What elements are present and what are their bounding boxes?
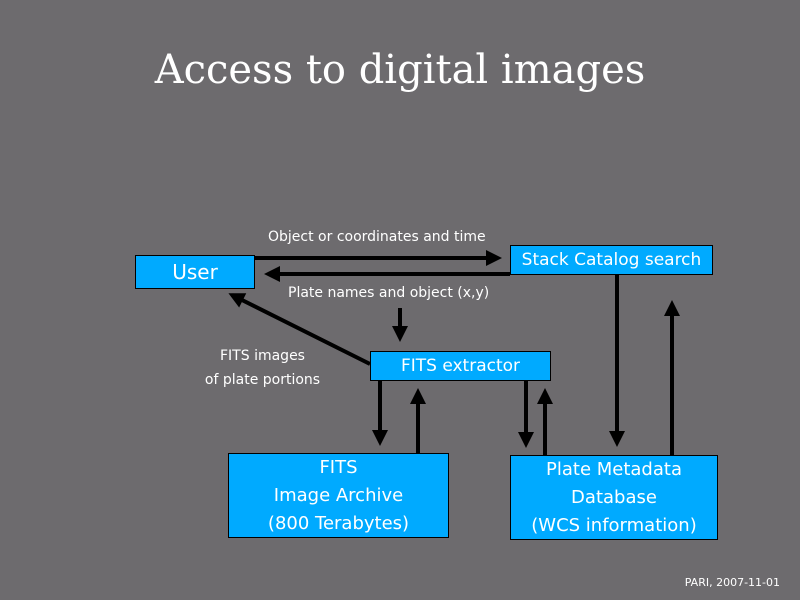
archive-line-2: Image Archive <box>273 484 404 506</box>
archive-line-1: FITS <box>319 456 358 478</box>
metadata-line-3: (WCS information) <box>531 514 697 536</box>
plate-metadata-database-box: Plate Metadata Database (WCS information… <box>510 455 718 540</box>
slide-title: Access to digital images <box>154 47 646 93</box>
slide-footer: PARI, 2007-11-01 <box>684 576 780 589</box>
request-label: Object or coordinates and time <box>268 229 486 245</box>
fits-extractor-box: FITS extractor <box>370 351 551 381</box>
archive-line-3: (800 Terabytes) <box>267 512 410 534</box>
fits-images-line-1: FITS images <box>220 348 305 364</box>
response-label: Plate names and object (x,y) <box>288 285 490 301</box>
fits-images-line-2: of plate portions <box>204 372 321 388</box>
stack-catalog-search-box: Stack Catalog search <box>510 245 713 275</box>
user-box: User <box>135 255 255 289</box>
arrow-extractor-to-user <box>228 293 371 366</box>
fits-images-label: FITS images of plate portions <box>180 344 345 392</box>
metadata-line-1: Plate Metadata <box>546 458 682 480</box>
metadata-line-2: Database <box>571 486 657 508</box>
fits-image-archive-box: FITS Image Archive (800 Terabytes) <box>228 453 449 538</box>
